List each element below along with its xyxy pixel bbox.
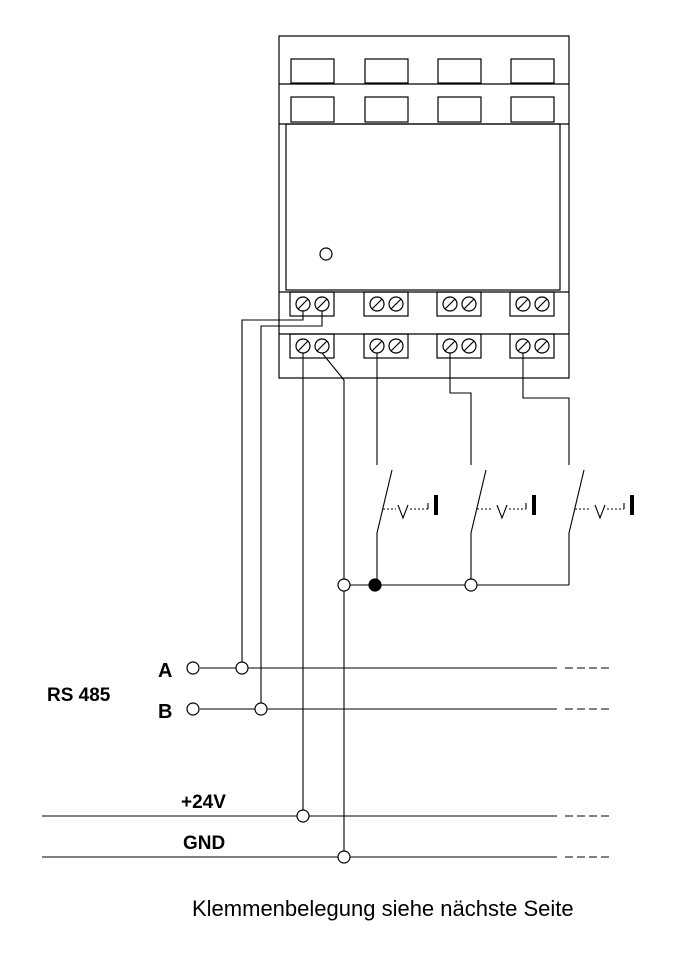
wire-a	[241, 311, 304, 668]
terminal-block-upper-3	[436, 291, 482, 317]
junction-gnd	[337, 850, 351, 864]
switch-input-1	[376, 469, 438, 545]
terminal-row-upper	[289, 291, 555, 317]
top-tabs	[290, 58, 555, 123]
device-housing	[278, 35, 570, 379]
wire-gnd	[321, 352, 345, 857]
footer-note: Klemmenbelegung siehe nächste Seite	[192, 896, 574, 921]
wire-input-2	[449, 353, 472, 465]
switch-input-2	[470, 469, 536, 545]
switch-input-3	[568, 469, 634, 545]
terminal-block-lower-4	[509, 333, 555, 359]
label-b: B	[158, 701, 172, 723]
front-panel	[285, 123, 561, 291]
label-24v: +24V	[181, 792, 226, 813]
terminal-block-lower-1	[289, 333, 335, 359]
terminal-a-node	[186, 661, 200, 675]
status-led	[319, 247, 333, 261]
bus-lines	[42, 667, 612, 858]
wires	[241, 311, 570, 857]
junction-common-1	[368, 578, 382, 592]
junction-common-2	[464, 578, 478, 592]
junction-a	[235, 661, 249, 675]
terminal-block-lower-3	[436, 333, 482, 359]
wire-input-3	[522, 353, 570, 465]
label-gnd: GND	[183, 833, 225, 854]
terminal-block-upper-1	[289, 291, 335, 317]
junction-b	[254, 702, 268, 716]
terminal-block-lower-2	[363, 333, 409, 359]
terminal-row-lower	[289, 333, 555, 359]
terminal-block-upper-2	[363, 291, 409, 317]
nodes	[186, 578, 478, 864]
label-rs485: RS 485	[47, 685, 111, 706]
wire-b	[260, 311, 323, 709]
terminal-b-node	[186, 702, 200, 716]
label-a: A	[158, 660, 172, 682]
terminal-block-upper-4	[509, 291, 555, 317]
junction-24v	[296, 809, 310, 823]
junction-common-gnd	[337, 578, 351, 592]
